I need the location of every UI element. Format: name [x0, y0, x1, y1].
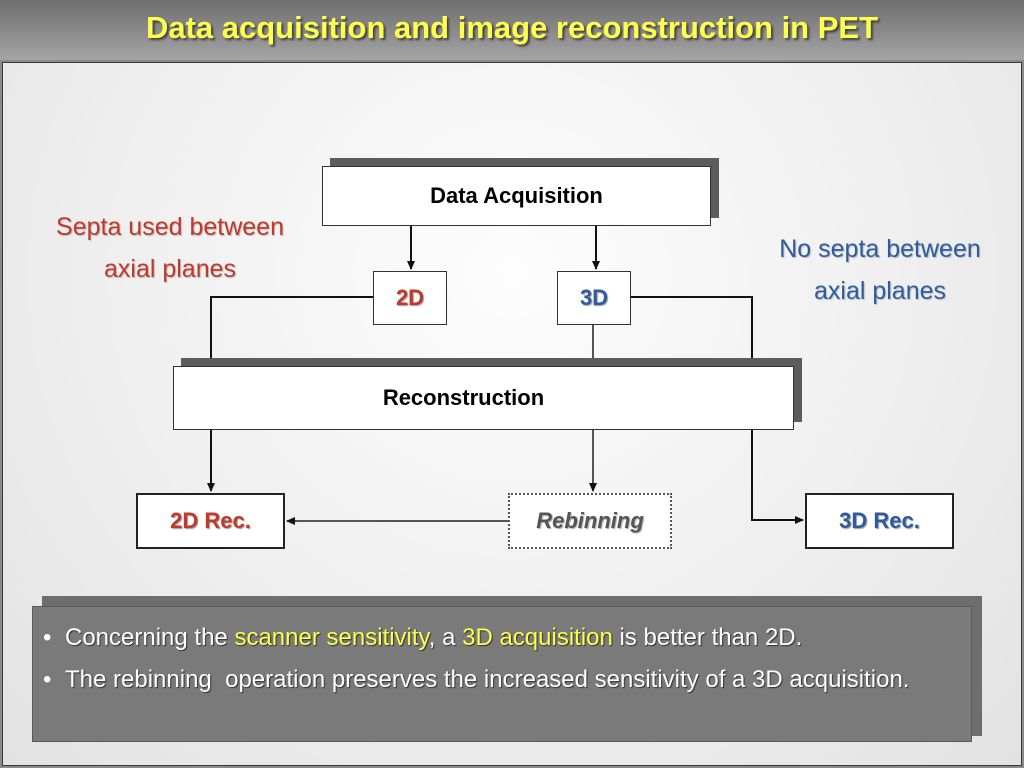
data-acquisition-box: Data Acquisition — [322, 166, 711, 226]
bullet-marker: • — [43, 666, 52, 693]
bullet-item-2: • The rebinning operation preserves the … — [43, 659, 961, 701]
no-septa-note: No septa between axial planes — [742, 228, 1018, 312]
rebinning-box: Rebinning — [508, 493, 672, 549]
septa-note-line-2: axial planes — [103, 255, 237, 283]
arrow-recon-to-3drec — [751, 430, 804, 524]
slide-title: Data acquisition and image reconstructio… — [145, 10, 879, 45]
bullet-1-part-1: Concerning the — [65, 624, 235, 651]
bullet-marker: • — [43, 624, 52, 651]
title-bar: Data acquisition and image reconstructio… — [0, 0, 1024, 60]
bullet-1-part-5: is better than 2D. — [612, 624, 803, 651]
bullet-1-highlight-sensitivity: scanner sensitivity — [234, 624, 429, 651]
mode-3d-box: 3D — [557, 271, 631, 325]
septa-note: Septa used between axial planes — [20, 206, 320, 290]
bullets-box: • Concerning the scanner sensitivity, a … — [32, 606, 972, 742]
reconstruction-label: Reconstruction — [382, 385, 545, 410]
rec-3d-label: 3D Rec. — [839, 508, 920, 533]
bullet-1-highlight-3d: 3D acquisition — [462, 624, 613, 651]
data-acquisition-label: Data Acquisition — [430, 183, 603, 208]
reconstruction-box: Reconstruction — [173, 366, 794, 430]
bullet-2-text: The rebinning operation preserves the in… — [65, 666, 910, 693]
rec-2d-box: 2D Rec. — [136, 493, 285, 549]
line-3d-to-recon — [631, 296, 753, 366]
rebinning-label: Rebinning — [536, 508, 644, 533]
no-septa-note-line-1: No septa between — [779, 235, 981, 263]
bullet-1-part-3: , a — [428, 624, 463, 651]
rec-3d-box: 3D Rec. — [805, 493, 954, 549]
bullet-item-1: • Concerning the scanner sensitivity, a … — [43, 617, 961, 659]
line-2d-to-recon — [210, 296, 373, 366]
mode-2d-label: 2D — [395, 285, 425, 310]
mode-2d-box: 2D — [373, 271, 447, 325]
no-septa-note-line-2: axial planes — [813, 277, 947, 305]
mode-3d-label: 3D — [579, 285, 609, 310]
septa-note-line-1: Septa used between — [56, 213, 284, 241]
rec-2d-label: 2D Rec. — [170, 508, 251, 533]
